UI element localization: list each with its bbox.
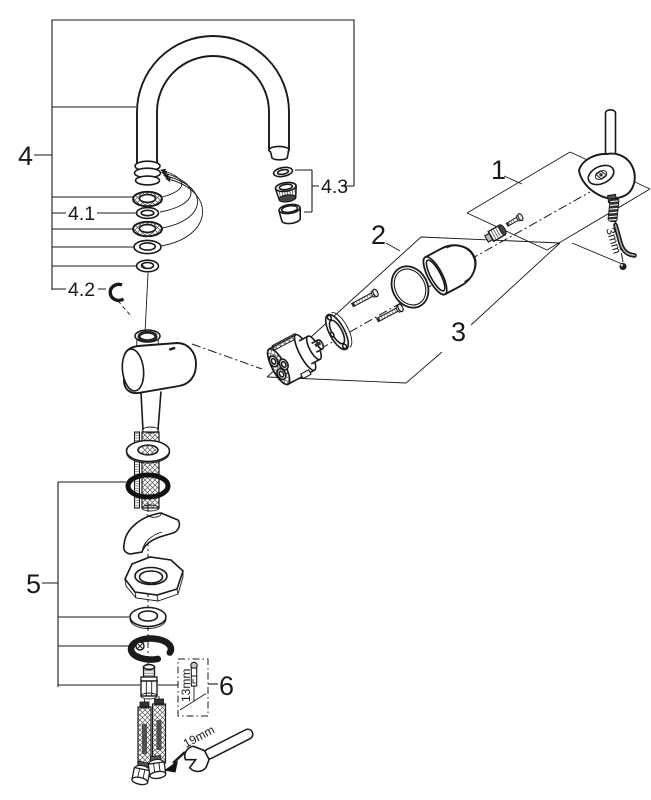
callout-3: 3 bbox=[451, 317, 466, 347]
spout-drawing bbox=[136, 35, 290, 164]
dome-cap-drawing bbox=[422, 244, 477, 296]
plate-washer bbox=[129, 606, 167, 629]
spring-drawing bbox=[607, 197, 620, 223]
spout-spacer-ring bbox=[133, 239, 162, 255]
mounting-screw-1 bbox=[350, 288, 379, 308]
hose-nut-left bbox=[131, 760, 151, 786]
threaded-stud bbox=[140, 663, 158, 700]
callout-2: 2 bbox=[371, 220, 386, 250]
callout-4-1: 4.1 bbox=[68, 203, 95, 225]
handle-coupling-screw bbox=[484, 224, 507, 243]
escutcheon-o-ring-drawing bbox=[390, 265, 430, 309]
tool-size-3mm: 3mm bbox=[603, 226, 624, 256]
callout-1: 1 bbox=[491, 155, 506, 185]
spout-slide-ring bbox=[135, 259, 160, 273]
lever-handle-drawing bbox=[578, 109, 636, 204]
handle-bolt bbox=[505, 213, 524, 227]
hose-nut-right bbox=[147, 754, 167, 780]
ball-end-screw bbox=[619, 262, 627, 271]
callout-leader-lines bbox=[34, 19, 355, 687]
mounting-screw-2 bbox=[375, 303, 404, 323]
base-washer bbox=[125, 439, 171, 464]
callout-6: 6 bbox=[219, 671, 234, 701]
faucet-body-drawing bbox=[121, 329, 197, 434]
aerator-insert bbox=[274, 181, 297, 203]
aerator-shell bbox=[278, 203, 302, 225]
wrench-arrow bbox=[164, 751, 186, 773]
spout-bearing-ring-upper bbox=[132, 190, 163, 208]
stabilizer-wedge bbox=[122, 512, 181, 555]
mounting-plate bbox=[124, 556, 184, 602]
retaining-clip-drawing bbox=[108, 282, 133, 318]
base-o-ring bbox=[125, 472, 171, 500]
spout-o-ring bbox=[135, 206, 160, 220]
tool-box-6 bbox=[177, 658, 209, 717]
aerator-o-ring bbox=[272, 166, 294, 178]
cartridge-drawing bbox=[266, 332, 325, 386]
callout-4: 4 bbox=[18, 141, 33, 171]
tool-size-13mm: 13mm bbox=[179, 669, 193, 702]
callout-4-3: 4.3 bbox=[321, 176, 348, 198]
callout-4-2: 4.2 bbox=[68, 279, 95, 301]
spout-shaft-line bbox=[144, 272, 149, 334]
wrench-19mm-icon bbox=[183, 728, 254, 773]
assembly-guide-arrows bbox=[159, 168, 203, 247]
cartridge-flange-drawing bbox=[324, 312, 353, 351]
horseshoe-clamp bbox=[127, 635, 175, 663]
spout-base-rings bbox=[133, 160, 162, 186]
spout-bearing-ring-lower bbox=[132, 220, 163, 238]
hex-key-3mm-icon bbox=[613, 222, 637, 258]
callout-5: 5 bbox=[26, 569, 41, 599]
